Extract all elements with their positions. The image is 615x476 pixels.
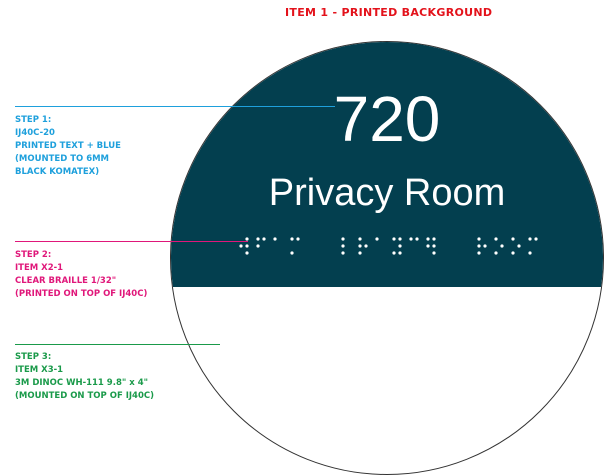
diagram-title: ITEM 1 - PRINTED BACKGROUND [285,6,493,19]
braille-dot [245,244,249,248]
round-sign: 720 Privacy Room [170,41,604,475]
braille-dot [239,244,243,248]
braille-dot [245,237,249,241]
room-number: 720 [333,83,441,155]
braille-dot [432,251,436,255]
braille-dot [392,251,396,255]
step1-leader-line [15,106,335,107]
step2-label: STEP 2: ITEM X2-1 CLEAR BRAILLE 1/32" (P… [15,249,147,301]
braille-dot [256,244,260,248]
braille-dot [517,244,521,248]
braille-dot [364,244,368,248]
braille-dot [358,244,362,248]
braille-dot [477,237,481,241]
braille-dot [534,237,538,241]
braille-dot [358,251,362,255]
step1-line: (MOUNTED TO 6MM [15,154,110,164]
braille-dot [511,237,515,241]
braille-dot [392,237,396,241]
braille-dot [398,251,402,255]
step2-leader-line [15,241,248,242]
step1-line: PRINTED TEXT + BLUE [15,141,121,151]
braille-dots [239,237,538,255]
step1-label: STEP 1: IJ40C-20 PRINTED TEXT + BLUE (MO… [15,114,121,179]
braille-dot [432,237,436,241]
braille-dot [426,244,430,248]
braille-dot [477,251,481,255]
step1-line: IJ40C-20 [15,128,55,138]
step1-line: BLACK KOMATEX) [15,167,100,177]
braille-dot [290,237,294,241]
braille-dot [511,251,515,255]
step3-line: ITEM X3-1 [15,365,64,375]
braille-dot [432,244,436,248]
braille-dot [415,237,419,241]
braille-dot [483,244,487,248]
braille-dot [500,244,504,248]
braille-dot [409,237,413,241]
braille-dot [398,237,402,241]
braille-dot [398,244,402,248]
braille-dot [256,237,260,241]
braille-dot [273,237,277,241]
step2-line: ITEM X2-1 [15,263,64,273]
braille-dot [290,251,294,255]
braille-dot [262,237,266,241]
step2-line: (PRINTED ON TOP OF IJ40C) [15,289,148,299]
braille-dot [341,251,345,255]
step2-line: CLEAR BRAILLE 1/32" [15,276,117,286]
braille-dot [494,251,498,255]
step1-line: STEP 1: [15,115,52,125]
step3-label: STEP 3: ITEM X3-1 3M DINOC WH-111 9.8" x… [15,351,154,403]
braille-dot [494,237,498,241]
braille-dot [375,237,379,241]
step3-line: 3M DINOC WH-111 9.8" x 4" [15,378,149,388]
step3-line: (MOUNTED ON TOP OF IJ40C) [15,391,154,401]
braille-dot [528,251,532,255]
braille-dot [341,237,345,241]
braille-dot [245,251,249,255]
braille-dot [528,237,532,241]
braille-dot [358,237,362,241]
room-name: Privacy Room [268,172,506,214]
step3-leader-line [15,344,220,345]
braille-dot [341,244,345,248]
braille-dot [477,244,481,248]
step3-line: STEP 3: [15,352,52,362]
printed-background [171,42,603,287]
step2-line: STEP 2: [15,250,52,260]
braille-dot [426,237,430,241]
braille-dot [296,237,300,241]
